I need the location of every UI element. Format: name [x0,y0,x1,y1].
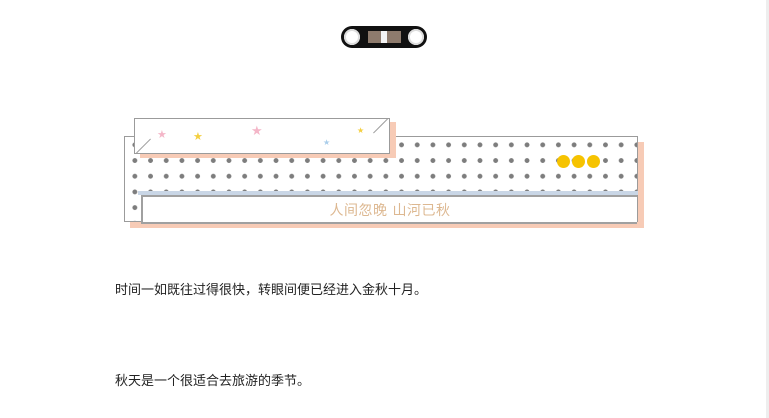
yellow-dots-decoration [557,155,605,169]
ornament-bar [368,31,401,43]
pink-star-icon: ★ [157,128,167,141]
yellow-dot-icon [572,155,585,168]
blue-star-icon: ★ [323,138,331,147]
top-ornament [341,26,427,48]
circle-icon [408,29,424,45]
scrollbar[interactable] [766,0,769,418]
yellow-dot-icon [557,155,570,168]
corner-fold-line [373,119,388,134]
banner-title: 人间忽晚 山河已秋 [329,202,451,219]
banner-title-box: 人间忽晚 山河已秋 [141,195,637,224]
yellow-star-icon: ★ [193,130,203,143]
tape-label: ★ ★ ★ ★ ★ [134,118,396,158]
circle-icon [344,29,360,45]
yellow-dot-icon [587,155,600,168]
paragraph: 秋天是一个很适合去旅游的季节。 [115,374,311,389]
tape-body: ★ ★ ★ ★ ★ [134,118,390,154]
corner-fold-line [136,138,151,153]
yellow-star-icon: ★ [357,126,365,135]
pink-star-icon: ★ [251,124,263,139]
paragraph: 时间一如既往过得很快，转眼间便已经进入金秋十月。 [115,283,428,298]
banner-strip [138,191,638,195]
